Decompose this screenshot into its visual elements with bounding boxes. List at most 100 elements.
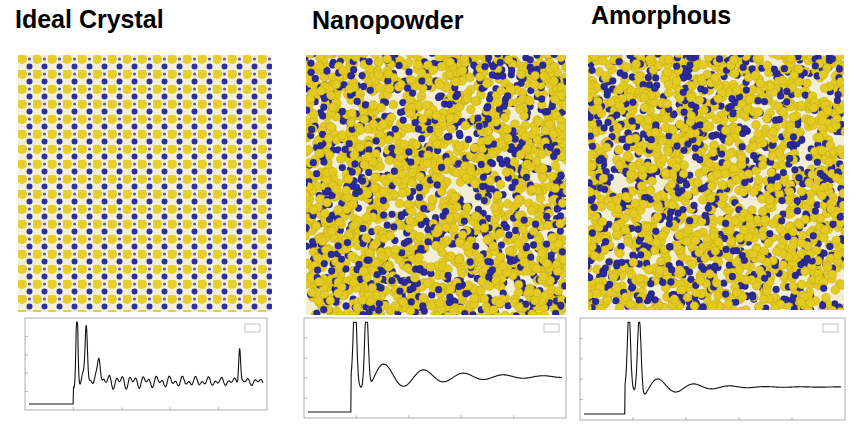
atom — [334, 206, 343, 215]
atom — [429, 55, 436, 57]
atom — [365, 249, 374, 258]
atom — [320, 104, 327, 111]
atom — [463, 94, 472, 103]
atom — [475, 72, 484, 81]
atom — [497, 156, 504, 163]
atom — [435, 286, 442, 293]
atom — [360, 72, 369, 81]
atom — [450, 224, 459, 233]
atom — [447, 124, 456, 133]
nanopowder-atoms — [306, 55, 566, 315]
atom — [342, 146, 349, 153]
atom — [539, 272, 548, 281]
atom — [401, 279, 408, 286]
atom — [562, 101, 567, 110]
atom — [461, 218, 468, 225]
atom — [360, 55, 369, 58]
atom — [315, 61, 324, 70]
atom — [313, 253, 322, 262]
atom — [378, 285, 385, 292]
atom — [418, 135, 425, 142]
atom — [556, 219, 565, 228]
atom — [542, 109, 549, 116]
amorphous-ground — [588, 55, 844, 310]
atom — [475, 193, 482, 200]
atom — [488, 185, 495, 192]
atom — [343, 205, 352, 214]
atom — [476, 123, 483, 130]
atom — [318, 237, 327, 246]
atom — [445, 214, 454, 223]
atom — [495, 299, 504, 308]
atom — [416, 232, 425, 241]
atom — [470, 311, 477, 315]
atom — [427, 301, 436, 310]
atom — [461, 310, 468, 315]
atom — [426, 263, 435, 272]
atom — [417, 92, 426, 101]
atom — [517, 70, 526, 79]
atom — [346, 140, 353, 147]
atom — [432, 241, 441, 250]
atom — [359, 178, 368, 187]
atom — [496, 180, 505, 189]
atom — [497, 59, 504, 66]
nanopowder-ground — [306, 55, 566, 315]
atom — [503, 125, 512, 134]
atom — [437, 62, 446, 71]
atom — [384, 263, 393, 272]
atom — [311, 310, 320, 315]
atom — [477, 153, 486, 162]
atom — [405, 224, 414, 233]
atom — [339, 108, 346, 115]
atom — [379, 120, 388, 129]
atom — [438, 187, 447, 196]
atom — [336, 154, 345, 163]
atom — [480, 294, 489, 303]
atom — [436, 174, 445, 183]
atom — [563, 64, 567, 73]
atom — [348, 72, 355, 79]
atom — [383, 70, 392, 79]
atom — [501, 311, 510, 315]
atom — [453, 203, 462, 212]
atom — [534, 55, 541, 58]
atom — [454, 91, 461, 98]
atom — [405, 216, 414, 225]
atom — [412, 140, 421, 149]
atom — [423, 218, 430, 225]
atom — [543, 260, 552, 269]
atom — [387, 113, 396, 122]
atom — [436, 93, 443, 100]
atom — [467, 105, 476, 114]
atom — [475, 253, 484, 262]
atom — [442, 223, 451, 232]
atom — [360, 311, 367, 315]
atom — [530, 295, 539, 304]
atom — [391, 223, 398, 230]
atom — [435, 55, 444, 61]
atom — [447, 252, 456, 261]
atom — [428, 292, 435, 299]
atom — [327, 123, 336, 132]
atom — [542, 259, 551, 268]
atom — [494, 55, 501, 57]
atom — [514, 239, 523, 248]
atom — [455, 103, 464, 112]
atom — [389, 277, 398, 286]
atom — [308, 60, 315, 67]
atom — [406, 286, 413, 293]
atom — [359, 225, 366, 232]
atom — [562, 63, 566, 72]
atom — [321, 260, 328, 267]
atom — [538, 96, 545, 103]
atom — [514, 280, 523, 289]
atom — [484, 105, 491, 112]
atom — [475, 115, 482, 122]
atom — [350, 66, 357, 73]
atom — [306, 243, 310, 250]
atom — [471, 179, 480, 188]
atom — [380, 212, 389, 221]
atom — [312, 75, 319, 82]
